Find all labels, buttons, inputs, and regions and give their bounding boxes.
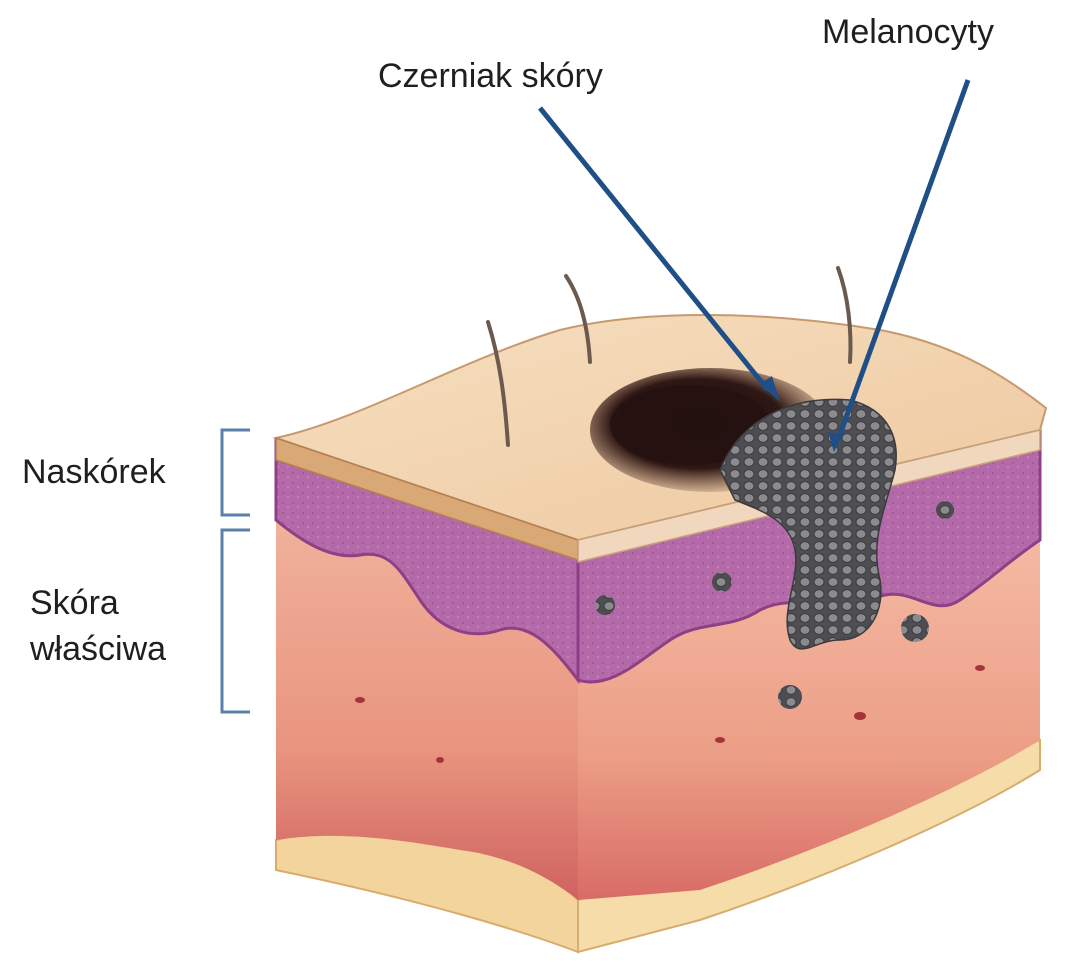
dermis-bracket bbox=[222, 530, 250, 712]
dermis-speck bbox=[715, 737, 725, 743]
melanocyte-cell-group bbox=[712, 572, 732, 592]
melanocyte-cell-group bbox=[901, 614, 929, 642]
melanocyte-cell-group bbox=[936, 501, 954, 519]
dermis-speck bbox=[436, 757, 444, 763]
label-dermis-line2: właściwa bbox=[30, 626, 166, 672]
label-melanocytes: Melanocyty bbox=[822, 12, 994, 52]
dermis-speck bbox=[854, 712, 866, 720]
dermis-speck bbox=[355, 697, 365, 703]
dermis-speck bbox=[975, 665, 985, 671]
label-dermis: Skóra właściwa bbox=[30, 580, 166, 672]
label-dermis-line1: Skóra bbox=[30, 580, 166, 626]
label-epidermis: Naskórek bbox=[22, 452, 166, 492]
melanocyte-cell-group bbox=[595, 595, 615, 615]
melanocyte-cell-group bbox=[778, 685, 802, 709]
epidermis-bracket bbox=[222, 430, 250, 515]
label-skin-melanoma: Czerniak skóry bbox=[378, 56, 603, 96]
